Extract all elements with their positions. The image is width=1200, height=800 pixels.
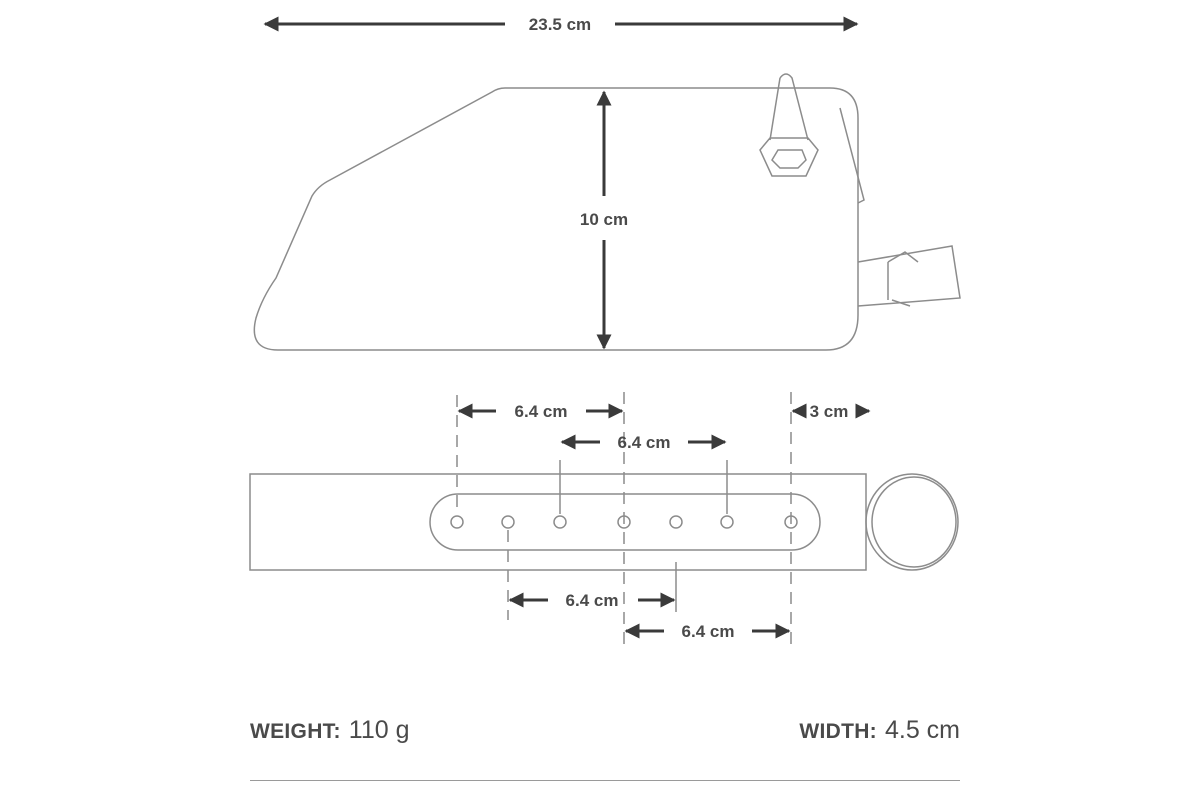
bottom-divider (250, 780, 960, 781)
spacing-dimension-d: 6.4 cm (624, 622, 791, 641)
tick-lines (559, 460, 728, 612)
mounting-hole (553, 515, 567, 529)
weight-value: 110 g (348, 716, 410, 744)
mounting-hole (501, 515, 515, 529)
width-value: 4.5 cm (884, 716, 960, 744)
spacing-dimension-a: 6.4 cm (457, 402, 624, 421)
width-label: WIDTH: (799, 720, 877, 743)
spacing-dimension-b: 6.4 cm (560, 433, 727, 452)
length-dimension: 23.5 cm (263, 15, 859, 34)
bag-top-view (249, 473, 959, 571)
bag-body-outline (253, 87, 859, 351)
length-label: 23.5 cm (529, 15, 591, 34)
extension-lines (456, 392, 792, 650)
bag-rear-flap (839, 107, 865, 204)
strap-roll (865, 473, 959, 571)
weight-label: WEIGHT: (250, 720, 341, 743)
width-spec: WIDTH: 4.5 cm (799, 716, 960, 745)
edge-offset-label: 3 cm (810, 402, 849, 421)
mounting-rail (429, 493, 821, 551)
bag-top-outline (249, 473, 867, 571)
height-dimension: 10 cm (580, 90, 628, 350)
spacing-dimension-c: 6.4 cm (508, 591, 676, 610)
edge-offset-dimension: 3 cm (791, 402, 871, 421)
mounting-hole (720, 515, 734, 529)
spacing-label-b: 6.4 cm (618, 433, 671, 452)
height-label: 10 cm (580, 210, 628, 229)
mounting-strap (857, 245, 961, 307)
mounting-hole (669, 515, 683, 529)
bag-side-view (253, 73, 961, 351)
spacing-label-d: 6.4 cm (682, 622, 735, 641)
spacing-label-c: 6.4 cm (566, 591, 619, 610)
zipper-pull-icon (759, 73, 819, 177)
spacing-label-a: 6.4 cm (515, 402, 568, 421)
weight-spec: WEIGHT: 110 g (250, 716, 409, 745)
mounting-hole (450, 515, 464, 529)
